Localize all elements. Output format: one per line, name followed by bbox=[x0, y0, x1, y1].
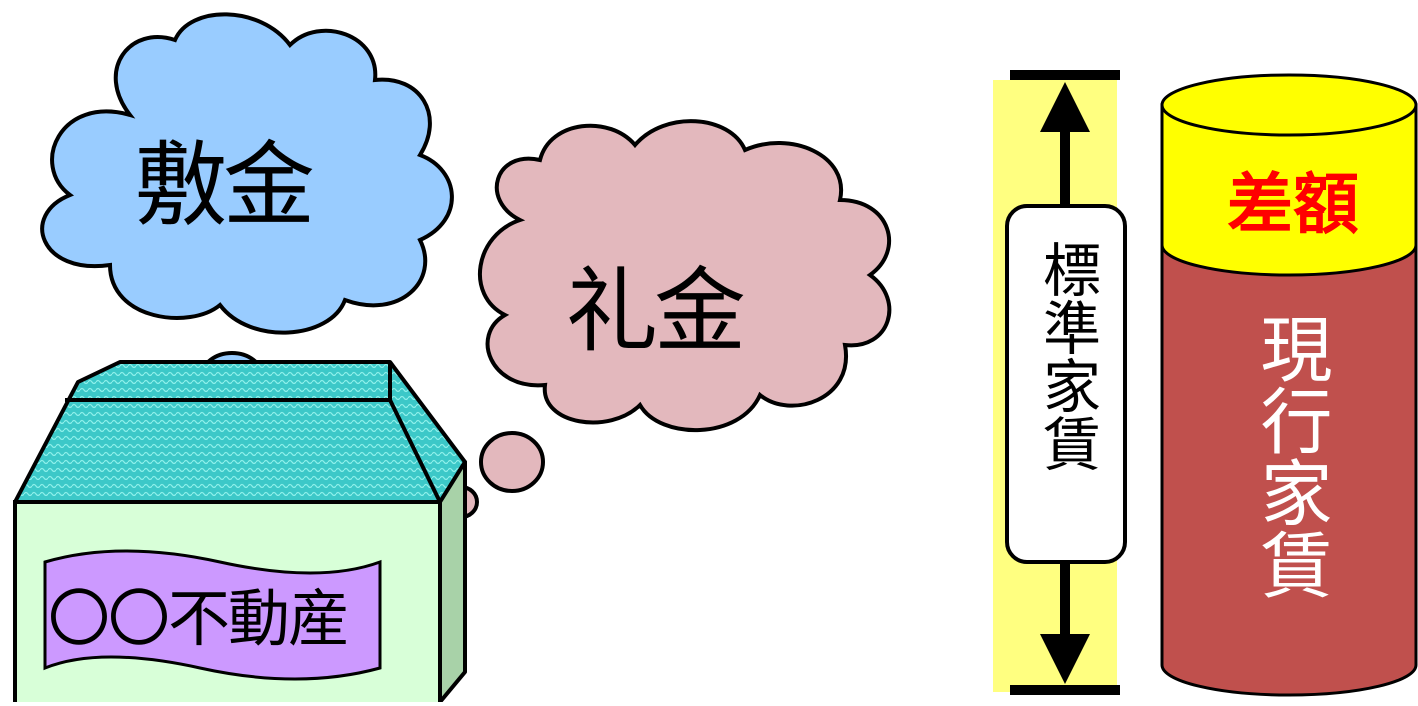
current-rent-label: 現行家賃 bbox=[1248, 312, 1332, 600]
house bbox=[13, 360, 467, 706]
cylinder-top bbox=[1160, 73, 1418, 137]
standard-rent-label: 標準家賃 bbox=[1033, 240, 1101, 472]
reikin-label: 礼金 bbox=[566, 258, 746, 365]
thought-bubble-large bbox=[479, 431, 545, 493]
company-sign-label: 〇〇不動産 bbox=[48, 582, 350, 655]
company-sign bbox=[43, 549, 382, 681]
house-side-wall bbox=[438, 460, 467, 704]
house-roof bbox=[13, 360, 467, 504]
cylinder-difference-band bbox=[1160, 103, 1418, 277]
standard-rent-label-box bbox=[1005, 204, 1127, 564]
shikikin-label: 敷金 bbox=[135, 132, 315, 239]
difference-label: 差額 bbox=[1227, 166, 1359, 243]
arrow-head-down bbox=[1040, 634, 1090, 684]
reikin-cloud-shape bbox=[478, 119, 892, 432]
shikikin-cloud-shape bbox=[40, 12, 454, 335]
arrow-head-up bbox=[1040, 82, 1090, 132]
standard-rent-bracket bbox=[993, 70, 1127, 695]
current-rent-cylinder bbox=[1160, 73, 1418, 697]
roof-hip-line bbox=[388, 399, 442, 503]
